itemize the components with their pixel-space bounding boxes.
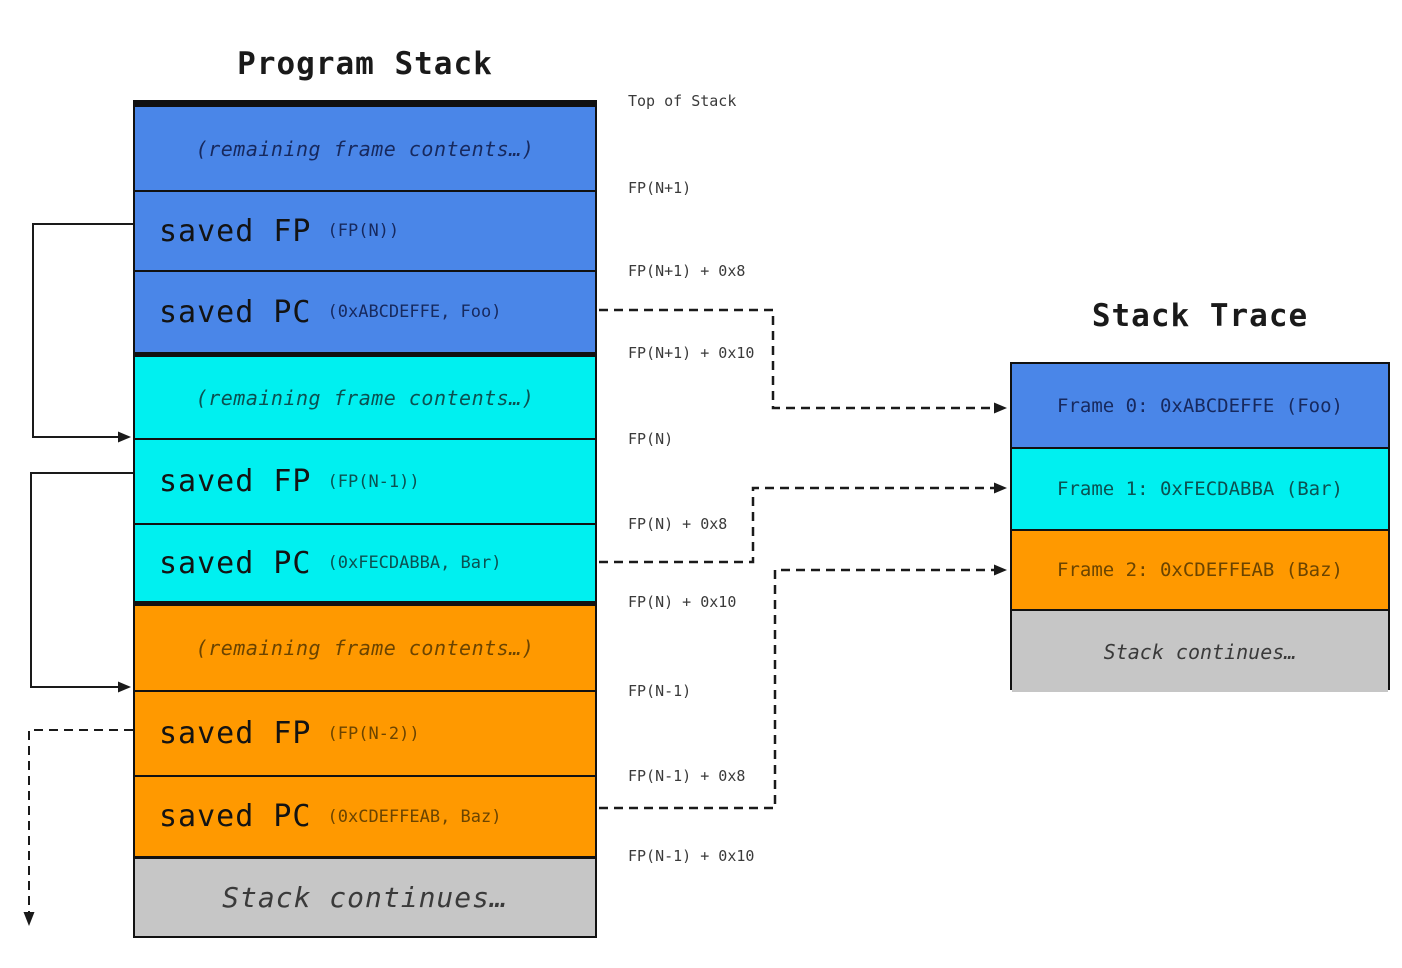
saved-pc-value: (0xFECDABBA, Bar)	[327, 553, 502, 573]
addr-fp-nm1-0x8: FP(N-1) + 0x8	[628, 767, 746, 785]
saved-fp-label: saved FP	[159, 464, 312, 499]
trace-frame-0: Frame 0: 0xABCDEFFE (Foo)	[1012, 364, 1388, 447]
saved-pc-label: saved PC	[159, 294, 312, 330]
saved-fp-pointer-arrow-blue	[32, 223, 133, 438]
addr-fp-n1-0x8: FP(N+1) + 0x8	[628, 262, 746, 280]
addr-fp-n1-0x10: FP(N+1) + 0x10	[628, 344, 755, 362]
addr-fp-n-0x8: FP(N) + 0x8	[628, 515, 728, 533]
saved-fp-value: (FP(N))	[327, 221, 400, 241]
addr-top-of-stack: Top of Stack	[628, 92, 737, 110]
stack-trace-box: Frame 0: 0xABCDEFFE (Foo) Frame 1: 0xFEC…	[1010, 362, 1390, 692]
trace-stack-continues: Stack continues…	[1012, 609, 1388, 692]
saved-fp-label: saved FP	[159, 716, 312, 751]
frame2-saved-pc: saved PC (0xFECDABBA, Bar)	[135, 523, 595, 601]
frame2-saved-fp: saved FP (FP(N-1))	[135, 438, 595, 523]
arrowhead-right-icon	[118, 681, 131, 693]
program-stack-title: Program Stack	[237, 46, 493, 82]
trace-frame-2: Frame 2: 0xCDEFFEAB (Baz)	[1012, 529, 1388, 609]
stack-trace-title: Stack Trace	[1091, 298, 1309, 334]
saved-fp-label: saved FP	[159, 213, 312, 249]
saved-fp-value: (FP(N-2))	[327, 723, 420, 744]
saved-pc-label: saved PC	[159, 545, 312, 581]
addr-fp-n-0x10: FP(N) + 0x10	[628, 593, 737, 611]
saved-pc-label: saved PC	[159, 799, 312, 834]
addr-fp-nm1-0x10: FP(N-1) + 0x10	[628, 847, 755, 865]
addr-fp-nm1: FP(N-1)	[628, 682, 692, 700]
program-stack-box: (remaining frame contents…) saved FP (FP…	[133, 100, 597, 938]
saved-fp-value: (FP(N-1))	[327, 471, 420, 492]
frame3-remaining-contents: (remaining frame contents…)	[135, 601, 595, 690]
trace-frame-1: Frame 1: 0xFECDABBA (Bar)	[1012, 447, 1388, 529]
frame3-saved-fp: saved FP (FP(N-2))	[135, 690, 595, 775]
saved-fp-pointer-arrow-cyan	[30, 472, 133, 688]
stack-continues-row: Stack continues…	[135, 856, 595, 936]
addr-fp-n1: FP(N+1)	[628, 179, 692, 197]
arrowhead-right-icon	[994, 402, 1007, 414]
frame1-remaining-contents: (remaining frame contents…)	[135, 107, 595, 190]
arrowhead-right-icon	[118, 431, 131, 443]
arrowhead-right-icon	[994, 482, 1007, 494]
addr-fp-n: FP(N)	[628, 430, 674, 448]
saved-fp-pointer-arrow-orange-dashed	[28, 729, 133, 912]
arrowhead-down-icon	[23, 912, 35, 926]
frame2-remaining-contents: (remaining frame contents…)	[135, 352, 595, 438]
frame1-saved-fp: saved FP (FP(N))	[135, 190, 595, 270]
arrowhead-right-icon	[994, 564, 1007, 576]
saved-pc-value: (0xABCDEFFE, Foo)	[327, 302, 502, 322]
saved-pc-value: (0xCDEFFEAB, Baz)	[327, 806, 502, 827]
frame3-saved-pc: saved PC (0xCDEFFEAB, Baz)	[135, 775, 595, 856]
frame1-saved-pc: saved PC (0xABCDEFFE, Foo)	[135, 270, 595, 352]
